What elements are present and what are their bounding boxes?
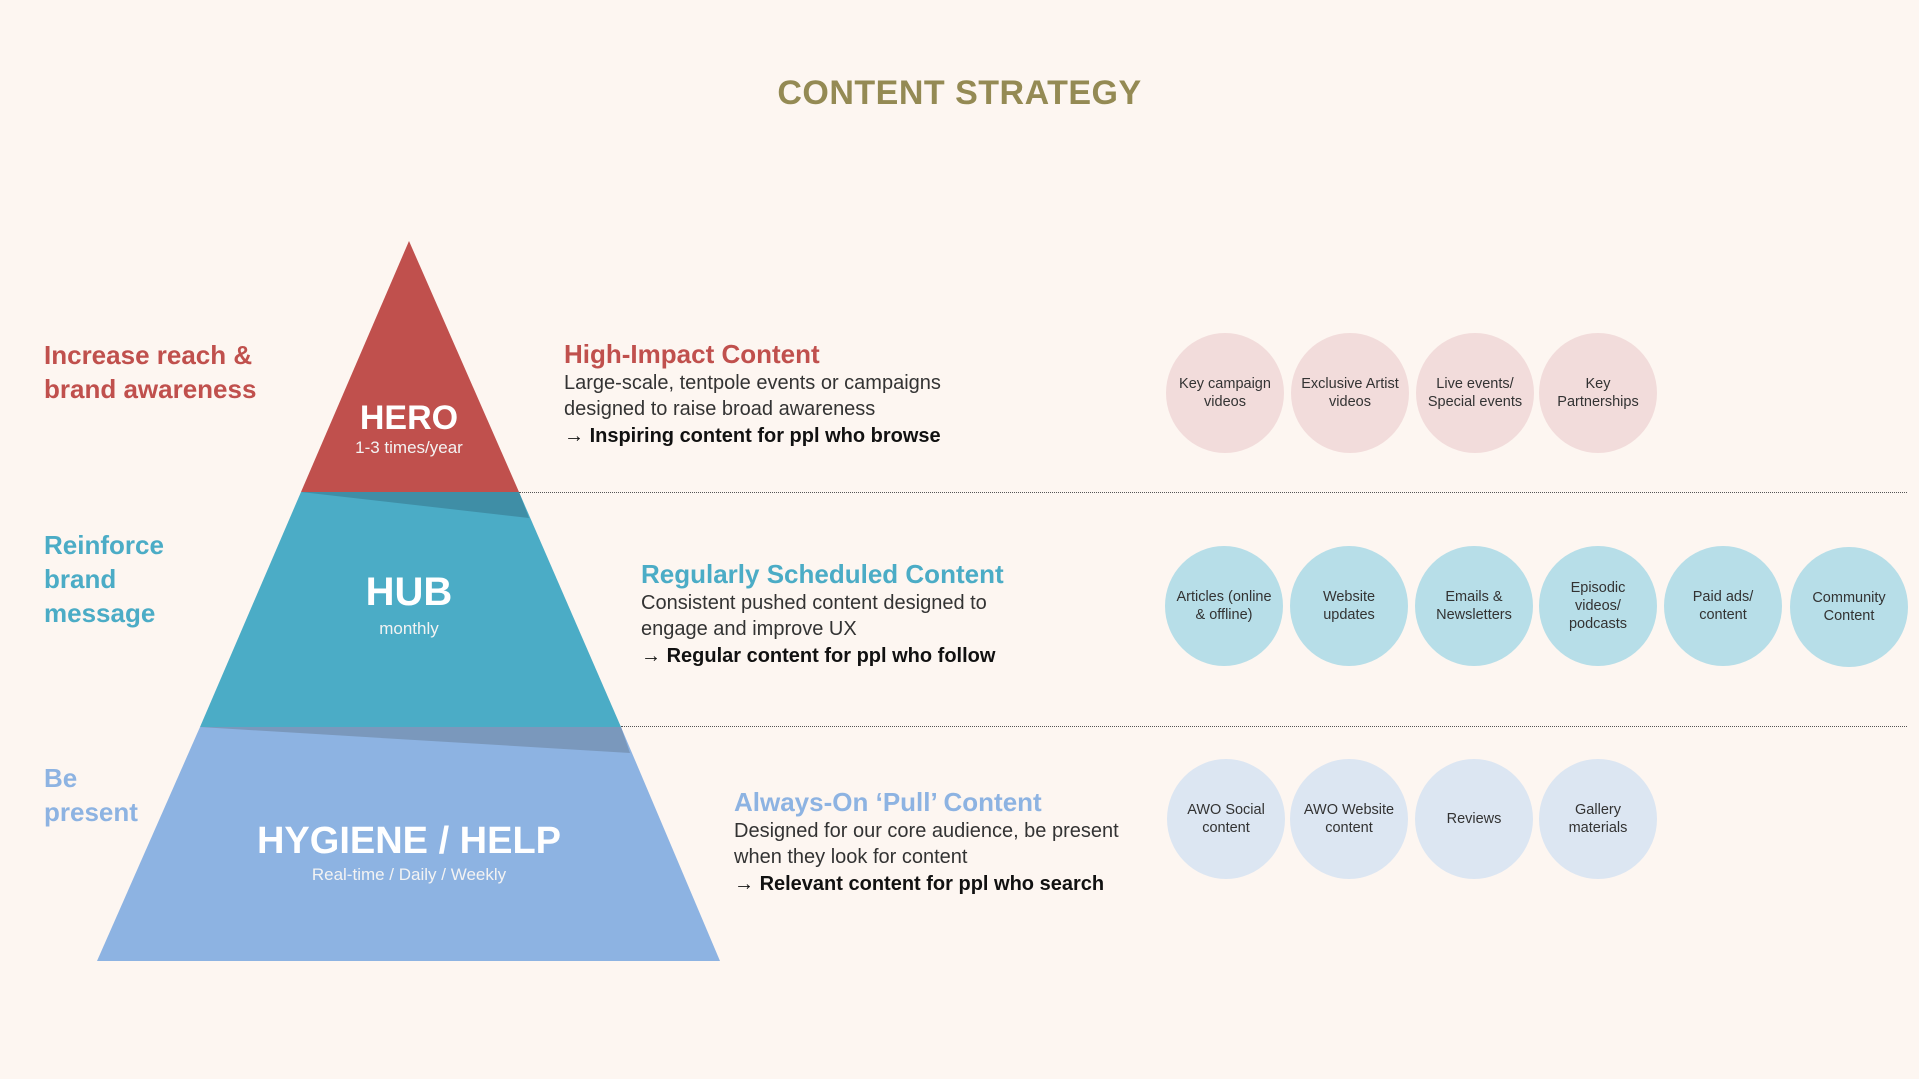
tier-label-hero: HERO 1-3 times/year <box>209 399 609 458</box>
description-hygiene: Always-On ‘Pull’ Content Designed for ou… <box>734 786 1119 898</box>
takeaway: → Relevant content for ppl who search <box>734 870 1119 898</box>
arrow-right-icon: → <box>641 645 661 667</box>
content-item-hub: Community Content <box>1790 547 1908 667</box>
goal-line: message <box>44 598 156 628</box>
tier-label-hub: HUB monthly <box>209 570 609 639</box>
tier-frequency: monthly <box>379 619 439 638</box>
content-item-hygiene: Reviews <box>1415 759 1533 879</box>
content-item-hub: Emails & Newsletters <box>1415 546 1533 666</box>
takeaway-text: Regular content for ppl who follow <box>666 645 996 667</box>
description-heading: Regularly Scheduled Content <box>641 559 1004 589</box>
pyramid-hero-layer <box>301 241 519 492</box>
takeaway: → Inspiring content for ppl who browse <box>564 422 941 450</box>
goal-hygiene: Be present <box>44 761 138 829</box>
tier-frequency: Real-time / Daily / Weekly <box>311 865 507 884</box>
pyramid-hub-shadow <box>301 492 529 518</box>
description-hero: High-Impact Content Large-scale, tentpol… <box>564 338 941 450</box>
description-heading: Always-On ‘Pull’ Content <box>734 787 1042 817</box>
tier-name: HUB <box>365 570 453 614</box>
tier-name: HYGIENE / HELP <box>256 820 562 862</box>
content-item-hub: Episodic videos/ podcasts <box>1539 546 1657 666</box>
pyramid-hygiene-shadow <box>200 727 630 753</box>
description-body: Designed for our core audience, be prese… <box>734 820 1119 842</box>
content-item-hero: Live events/ Special events <box>1416 333 1534 453</box>
description-body: Consistent pushed content designed to <box>641 592 987 614</box>
goal-hero: Increase reach & brand awareness <box>44 338 256 406</box>
goal-line: Increase reach & <box>44 340 253 370</box>
takeaway-text: Inspiring content for ppl who browse <box>589 425 941 447</box>
tier-label-hygiene: HYGIENE / HELP Real-time / Daily / Weekl… <box>209 820 609 885</box>
tier-name: HERO <box>359 399 459 437</box>
arrow-right-icon: → <box>734 873 754 895</box>
description-body: when they look for content <box>734 846 968 868</box>
goal-line: brand awareness <box>44 374 257 404</box>
content-item-hero: Key campaign videos <box>1166 333 1284 453</box>
description-body: designed to raise broad awareness <box>564 398 876 420</box>
content-item-hub: Paid ads/ content <box>1664 546 1782 666</box>
tier-frequency: 1-3 times/year <box>355 438 463 457</box>
page-title: CONTENT STRATEGY <box>777 74 1142 112</box>
goal-hub: Reinforce brand message <box>44 528 164 630</box>
content-item-hero: Key Partnerships <box>1539 333 1657 453</box>
content-item-hub: Articles (online & offline) <box>1165 546 1283 666</box>
content-item-hub: Website updates <box>1290 546 1408 666</box>
content-item-hero: Exclusive Artist videos <box>1291 333 1409 453</box>
description-body: Large-scale, tentpole events or campaign… <box>564 372 941 394</box>
goal-line: brand <box>44 564 117 594</box>
arrow-right-icon: → <box>564 425 584 447</box>
content-item-hygiene: Gallery materials <box>1539 759 1657 879</box>
description-hub: Regularly Scheduled Content Consistent p… <box>641 558 1004 670</box>
description-body: engage and improve UX <box>641 618 857 640</box>
pyramid-hub-layer <box>200 492 621 727</box>
takeaway: → Regular content for ppl who follow <box>641 642 1004 670</box>
divider-hub-hygiene <box>621 726 1907 727</box>
content-item-hygiene: AWO Social content <box>1167 759 1285 879</box>
description-heading: High-Impact Content <box>564 339 820 369</box>
divider-hero-hub <box>519 492 1907 493</box>
goal-line: present <box>44 797 138 827</box>
pyramid-hygiene-layer <box>97 727 720 961</box>
goal-line: Be <box>44 763 78 793</box>
content-item-hygiene: AWO Website content <box>1290 759 1408 879</box>
takeaway-text: Relevant content for ppl who search <box>759 873 1105 895</box>
goal-line: Reinforce <box>44 530 164 560</box>
